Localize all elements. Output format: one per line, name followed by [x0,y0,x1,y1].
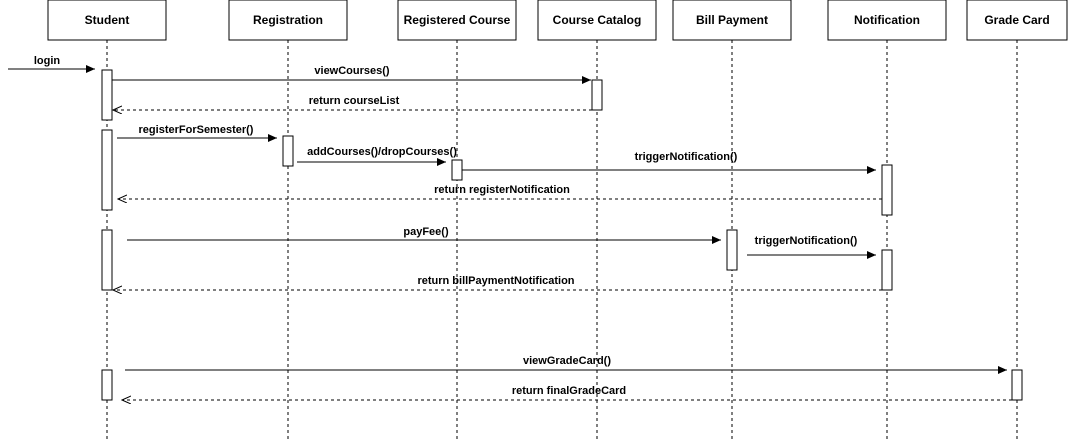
lifeline-label-registration: Registration [253,13,323,27]
lifeline-box-registration [228,0,348,41]
activation-bar-registered-course [451,159,463,181]
lifeline-label-bill-payment: Bill Payment [696,13,768,27]
message-register-for-semester: registerForSemester() [117,124,277,142]
activation-bar-student [101,129,113,211]
message-label: triggerNotification() [755,235,858,247]
message-login: login [8,55,95,73]
message-return-bill-payment-notification: return billPaymentNotification [113,275,882,290]
message-pay-fee: payFee() [127,226,721,244]
message-label: return courseList [309,95,400,107]
message-label: return finalGradeCard [512,385,626,397]
lifeline-student: Student [47,0,167,441]
activation-bar-notification [881,249,893,291]
message-label: viewCourses() [314,65,390,77]
lifeline-bill-payment: Bill Payment [672,0,792,441]
message-view-courses: viewCourses() [112,65,591,84]
message-label: return billPaymentNotification [417,275,574,287]
lifeline-box-course-catalog [537,0,657,41]
lifeline-box-student [47,0,167,41]
message-label: triggerNotification() [635,151,738,163]
lifeline-label-course-catalog: Course Catalog [553,13,642,27]
message-label: return registerNotification [434,184,570,196]
activation-bar-course-catalog [591,79,603,111]
message-label: addCourses()/dropCourses() [307,146,457,158]
lifeline-course-catalog: Course Catalog [537,0,657,441]
lifeline-registration: Registration [228,0,348,441]
message-label: viewGradeCard() [523,355,611,367]
message-return-register-notification: return registerNotification [118,184,882,199]
message-label: registerForSemester() [139,124,254,136]
message-return-final-grade-card: return finalGradeCard [122,385,1012,400]
message-label: login [34,55,61,67]
activation-bar-student [101,69,113,121]
lifeline-grade-card: Grade Card [966,0,1068,441]
lifeline-box-registered-course [397,0,517,41]
lifeline-box-bill-payment [672,0,792,41]
activation-bar-student [101,229,113,291]
lifeline-label-registered-course: Registered Course [404,13,511,27]
message-label: payFee() [403,226,449,238]
lifeline-notification: Notification [827,0,947,441]
message-add-drop-courses: addCourses()/dropCourses() [297,146,457,166]
lifeline-box-notification [827,0,947,41]
lifeline-label-grade-card: Grade Card [984,13,1049,27]
message-view-grade-card: viewGradeCard() [125,355,1007,374]
lifeline-registered-course: Registered Course [397,0,517,441]
activation-bar-registration [282,135,294,167]
lifeline-label-student: Student [85,13,130,27]
activation-bar-student [101,369,113,401]
message-trigger-notification-1: triggerNotification() [462,151,876,174]
activation-bar-notification [881,164,893,216]
activation-bar-grade-card [1011,369,1023,401]
message-trigger-notification-2: triggerNotification() [747,235,876,259]
lifeline-label-notification: Notification [854,13,920,27]
message-return-course-list: return courseList [113,95,592,110]
activation-bar-bill-payment [726,229,738,271]
lifeline-box-grade-card [966,0,1068,41]
